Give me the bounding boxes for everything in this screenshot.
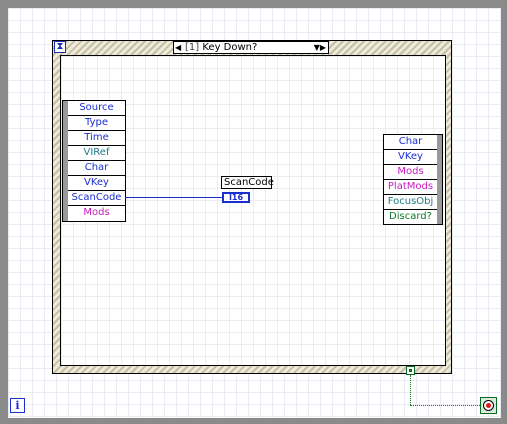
node-item-type[interactable]: Type: [68, 116, 125, 131]
node-resize-bar[interactable]: [437, 135, 442, 224]
filter-item-discard[interactable]: Discard?: [389, 211, 432, 222]
event-filter-node[interactable]: Char VKey Mods PlatMods FocusObj Discard…: [383, 134, 443, 225]
node-item-scancode[interactable]: ScanCode: [68, 191, 125, 206]
event-data-node[interactable]: Source Type Time VIRef Char VKey ScanCod…: [62, 100, 126, 222]
filter-item-vkey[interactable]: VKey: [384, 150, 437, 165]
event-case-label: [1] Key Down?: [185, 42, 258, 53]
node-item-char[interactable]: Char: [68, 161, 125, 176]
node-item-viref[interactable]: VIRef: [68, 146, 125, 161]
filter-item-platmods[interactable]: PlatMods: [384, 180, 437, 195]
iteration-terminal[interactable]: i: [10, 398, 25, 413]
node-item-vkey[interactable]: VKey: [68, 176, 125, 191]
stop-ring: [483, 400, 494, 411]
node-item-mods[interactable]: Mods: [83, 207, 110, 218]
boolean-wire-horizontal[interactable]: [410, 405, 480, 406]
indicator-type: I16: [228, 193, 244, 202]
indicator-label[interactable]: ScanCode: [221, 176, 274, 189]
filter-item-char[interactable]: Char: [384, 135, 437, 150]
case-dropdown-arrow-icon[interactable]: ▼▶: [313, 43, 326, 52]
filter-item-focusobj[interactable]: FocusObj: [384, 195, 437, 210]
hourglass-icon: ⧗: [54, 41, 66, 53]
node-resize-bar[interactable]: [63, 101, 68, 221]
node-item-source[interactable]: Source: [68, 101, 125, 116]
event-case-selector[interactable]: ◀ [1] Key Down? ▼▶: [173, 41, 329, 54]
indicator-terminal[interactable]: I16: [222, 192, 250, 203]
boolean-wire-vertical[interactable]: [410, 375, 411, 405]
scancode-wire[interactable]: [125, 197, 222, 198]
node-item-time[interactable]: Time: [68, 131, 125, 146]
filter-item-mods[interactable]: Mods: [384, 165, 437, 180]
previous-case-arrow-icon[interactable]: ◀: [175, 43, 182, 52]
stop-sign-icon[interactable]: [480, 397, 497, 414]
stop-dot: [486, 403, 491, 408]
event-timeout-terminal[interactable]: [406, 366, 415, 375]
